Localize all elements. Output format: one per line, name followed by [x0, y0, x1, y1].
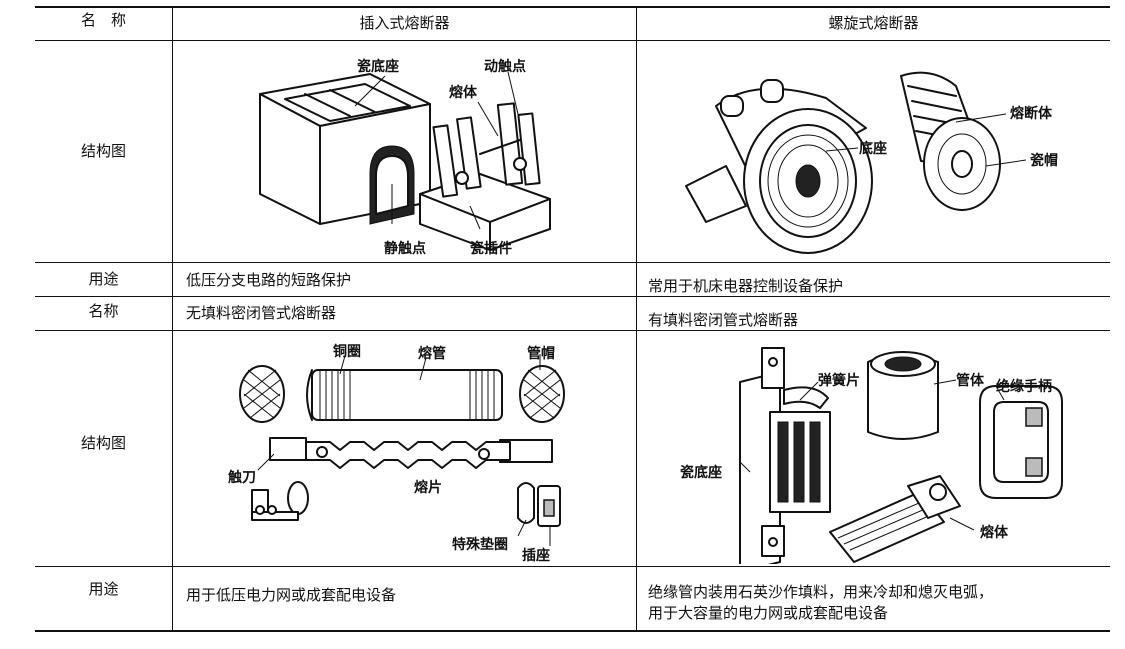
label-static-contact: 静触点	[384, 241, 426, 257]
row4-label: 结构图	[80, 434, 126, 452]
header-divider	[35, 40, 1110, 41]
label-insulated-handle: 绝缘手柄	[996, 379, 1052, 395]
header-screw-fuse: 螺旋式熔断器	[828, 14, 919, 32]
label-fuse-tube: 熔管	[418, 346, 446, 362]
unfilled-fuse-name: 无填料密闭管式熔断器	[186, 304, 337, 322]
unfilled-tube-fuse-diagram	[239, 351, 565, 546]
row2-divider	[35, 296, 1110, 297]
label-socket: 插座	[522, 548, 550, 564]
label-copper-ring: 铜圈	[333, 344, 361, 360]
row1-divider	[35, 262, 1110, 263]
filled-fuse-usage-line2: 用于大容量的电力网或成套配电设备	[648, 604, 889, 622]
table-bottom-rule	[35, 630, 1110, 632]
col1-divider	[172, 6, 173, 631]
filled-tube-fuse-diagram	[739, 347, 1063, 564]
row4-divider	[35, 566, 1110, 567]
row5-label: 用途	[88, 580, 119, 598]
label-porcelain-cap: 瓷帽	[1030, 153, 1058, 169]
label-filled-fuse-body: 熔体	[980, 525, 1008, 541]
filled-fuse-name: 有填料密闭管式熔断器	[648, 311, 799, 329]
col2-divider	[636, 6, 637, 631]
row3-divider	[35, 330, 1110, 331]
label-porcelain-base: 瓷底座	[357, 59, 399, 75]
screw-fuse-diagram	[685, 71, 1027, 254]
label-fuse-strip: 熔片	[414, 480, 442, 496]
header-name: 名 称	[80, 11, 126, 29]
row3-label: 名称	[88, 302, 119, 320]
label-special-washer: 特殊垫圈	[452, 537, 508, 553]
label-spring-plate: 弹簧片	[818, 373, 860, 389]
fuse-tube-body	[311, 369, 503, 421]
label-moving-contact: 动触点	[484, 59, 526, 75]
label-filled-porcelain-base: 瓷底座	[680, 465, 722, 481]
label-screw-base: 底座	[859, 141, 887, 157]
label-contact-blade: 触刀	[228, 470, 256, 486]
label-fuse-body: 熔体	[449, 85, 477, 101]
label-tube-cap: 管帽	[527, 346, 555, 362]
label-tube-body: 管体	[956, 373, 984, 389]
row1-label: 结构图	[80, 142, 126, 160]
plug-in-fuse-diagram	[259, 71, 551, 251]
unfilled-fuse-usage: 用于低压电力网或成套配电设备	[186, 586, 397, 604]
filled-fuse-usage-line1: 绝缘管内装用石英沙作填料，用来冷却和熄灭电弧，	[648, 583, 994, 601]
row2-label: 用途	[88, 270, 119, 288]
header-plug-in-fuse: 插入式熔断器	[359, 14, 450, 32]
table-top-rule	[35, 6, 1110, 8]
screw-fuse-usage: 常用于机床电器控制设备保护	[648, 277, 844, 295]
label-fuse-link: 熔断体	[1010, 106, 1052, 122]
label-porcelain-plug: 瓷插件	[470, 241, 512, 257]
plug-in-fuse-usage: 低压分支电路的短路保护	[186, 271, 352, 289]
